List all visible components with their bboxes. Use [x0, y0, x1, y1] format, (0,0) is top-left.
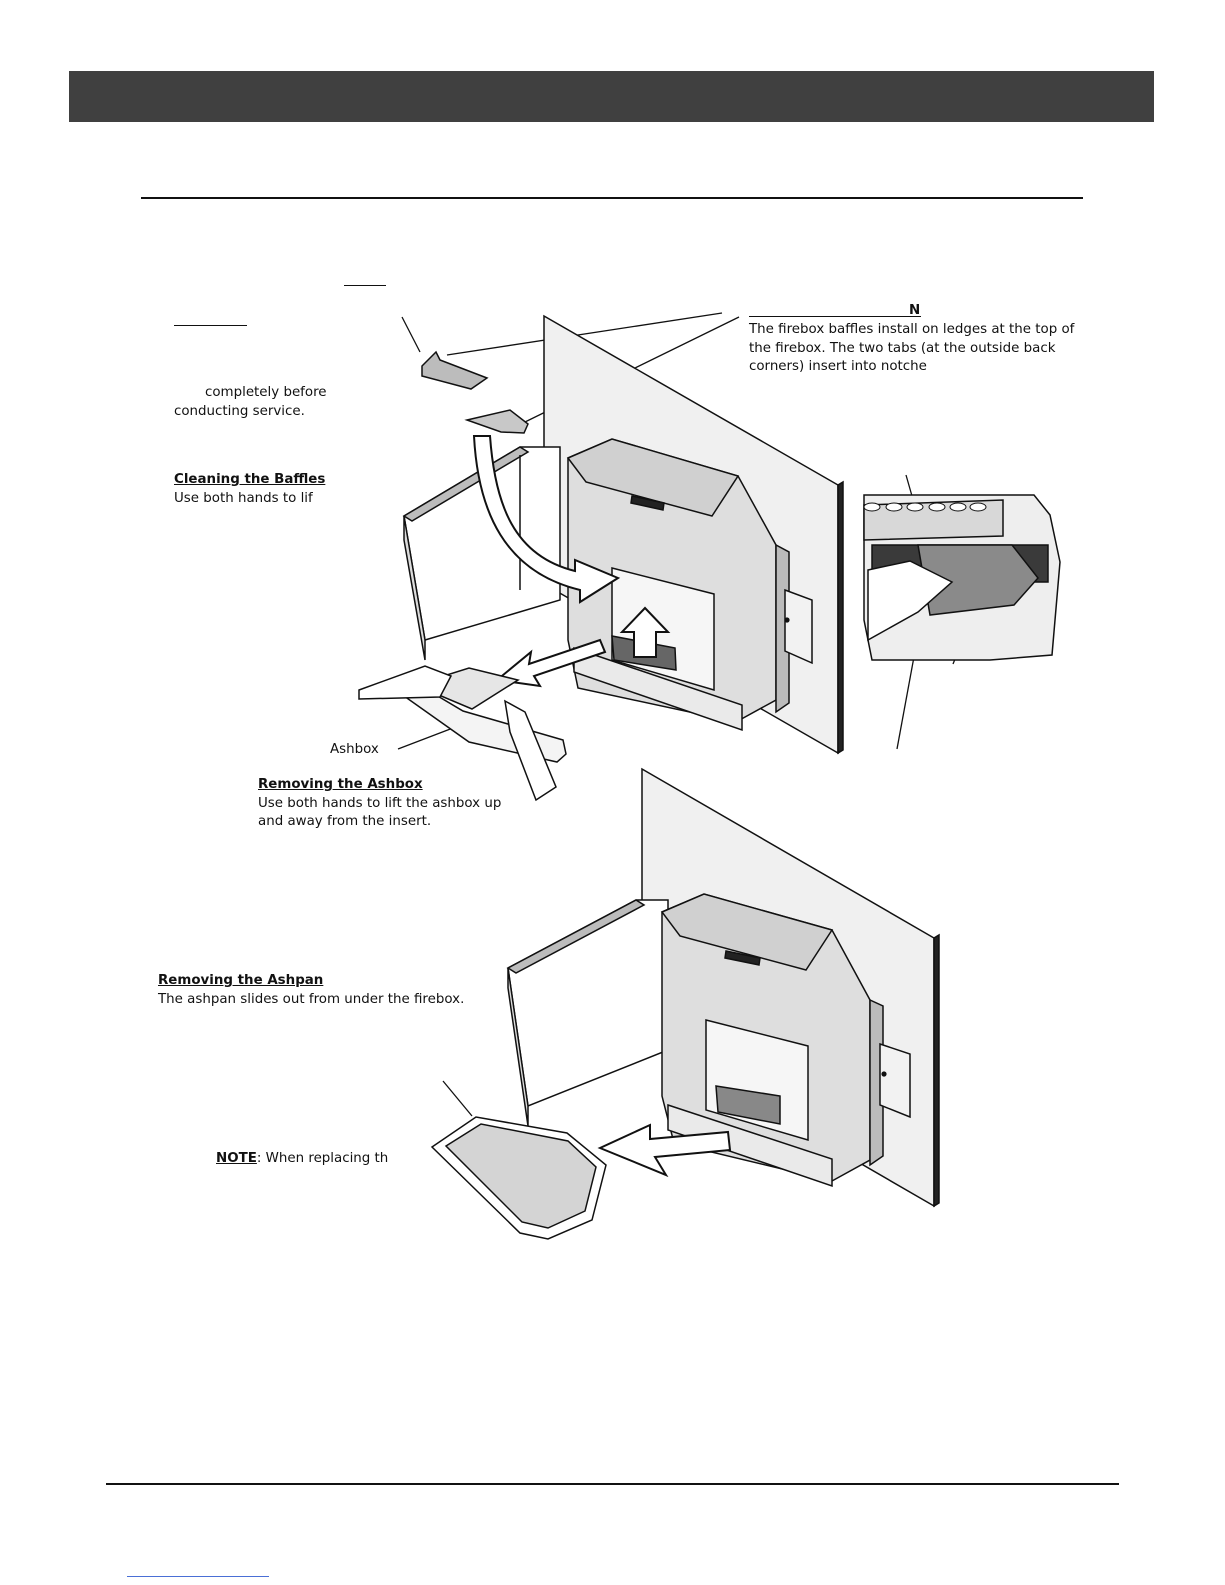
- stub-underline-1: [344, 285, 386, 286]
- intro-line-1: completely before: [205, 385, 327, 400]
- removing-ashbox-line-2: and away from the insert.: [258, 814, 432, 829]
- baffle-note-line-3: corners) insert into notche: [749, 359, 927, 374]
- footer-link-underline[interactable]: [127, 1576, 269, 1577]
- note-stub: N: [909, 303, 921, 318]
- baffle-note-line-1: The firebox baffles install on ledges at…: [749, 322, 1075, 337]
- note-stub-underline: [749, 316, 921, 317]
- baffle-note-line-2: the firebox. The two tabs (at the outsid…: [749, 341, 1056, 356]
- header-bar: [69, 71, 1154, 122]
- stub-underline-2: [174, 325, 247, 326]
- removing-ashbox-line-1: Use both hands to lift the ashbox up: [258, 796, 502, 811]
- top-rule: [141, 197, 1083, 199]
- intro-line-2: conducting service.: [174, 404, 305, 419]
- bottom-note: NOTE: When replacing th: [216, 1150, 388, 1169]
- removing-ashpan-heading: Removing the Ashpan: [158, 973, 324, 988]
- cleaning-baffles-heading: Cleaning the Baffles: [174, 472, 326, 487]
- cleaning-baffles-text: Use both hands to lif: [174, 491, 313, 506]
- removing-ashpan-text: The ashpan slides out from under the fir…: [158, 992, 465, 1007]
- footer-rule: [106, 1483, 1119, 1485]
- removing-ashbox-heading: Removing the Ashbox: [258, 777, 423, 792]
- note-text: : When replacing th: [256, 1151, 389, 1166]
- note-label: NOTE: [216, 1151, 257, 1166]
- ashbox-label: Ashbox: [330, 742, 379, 757]
